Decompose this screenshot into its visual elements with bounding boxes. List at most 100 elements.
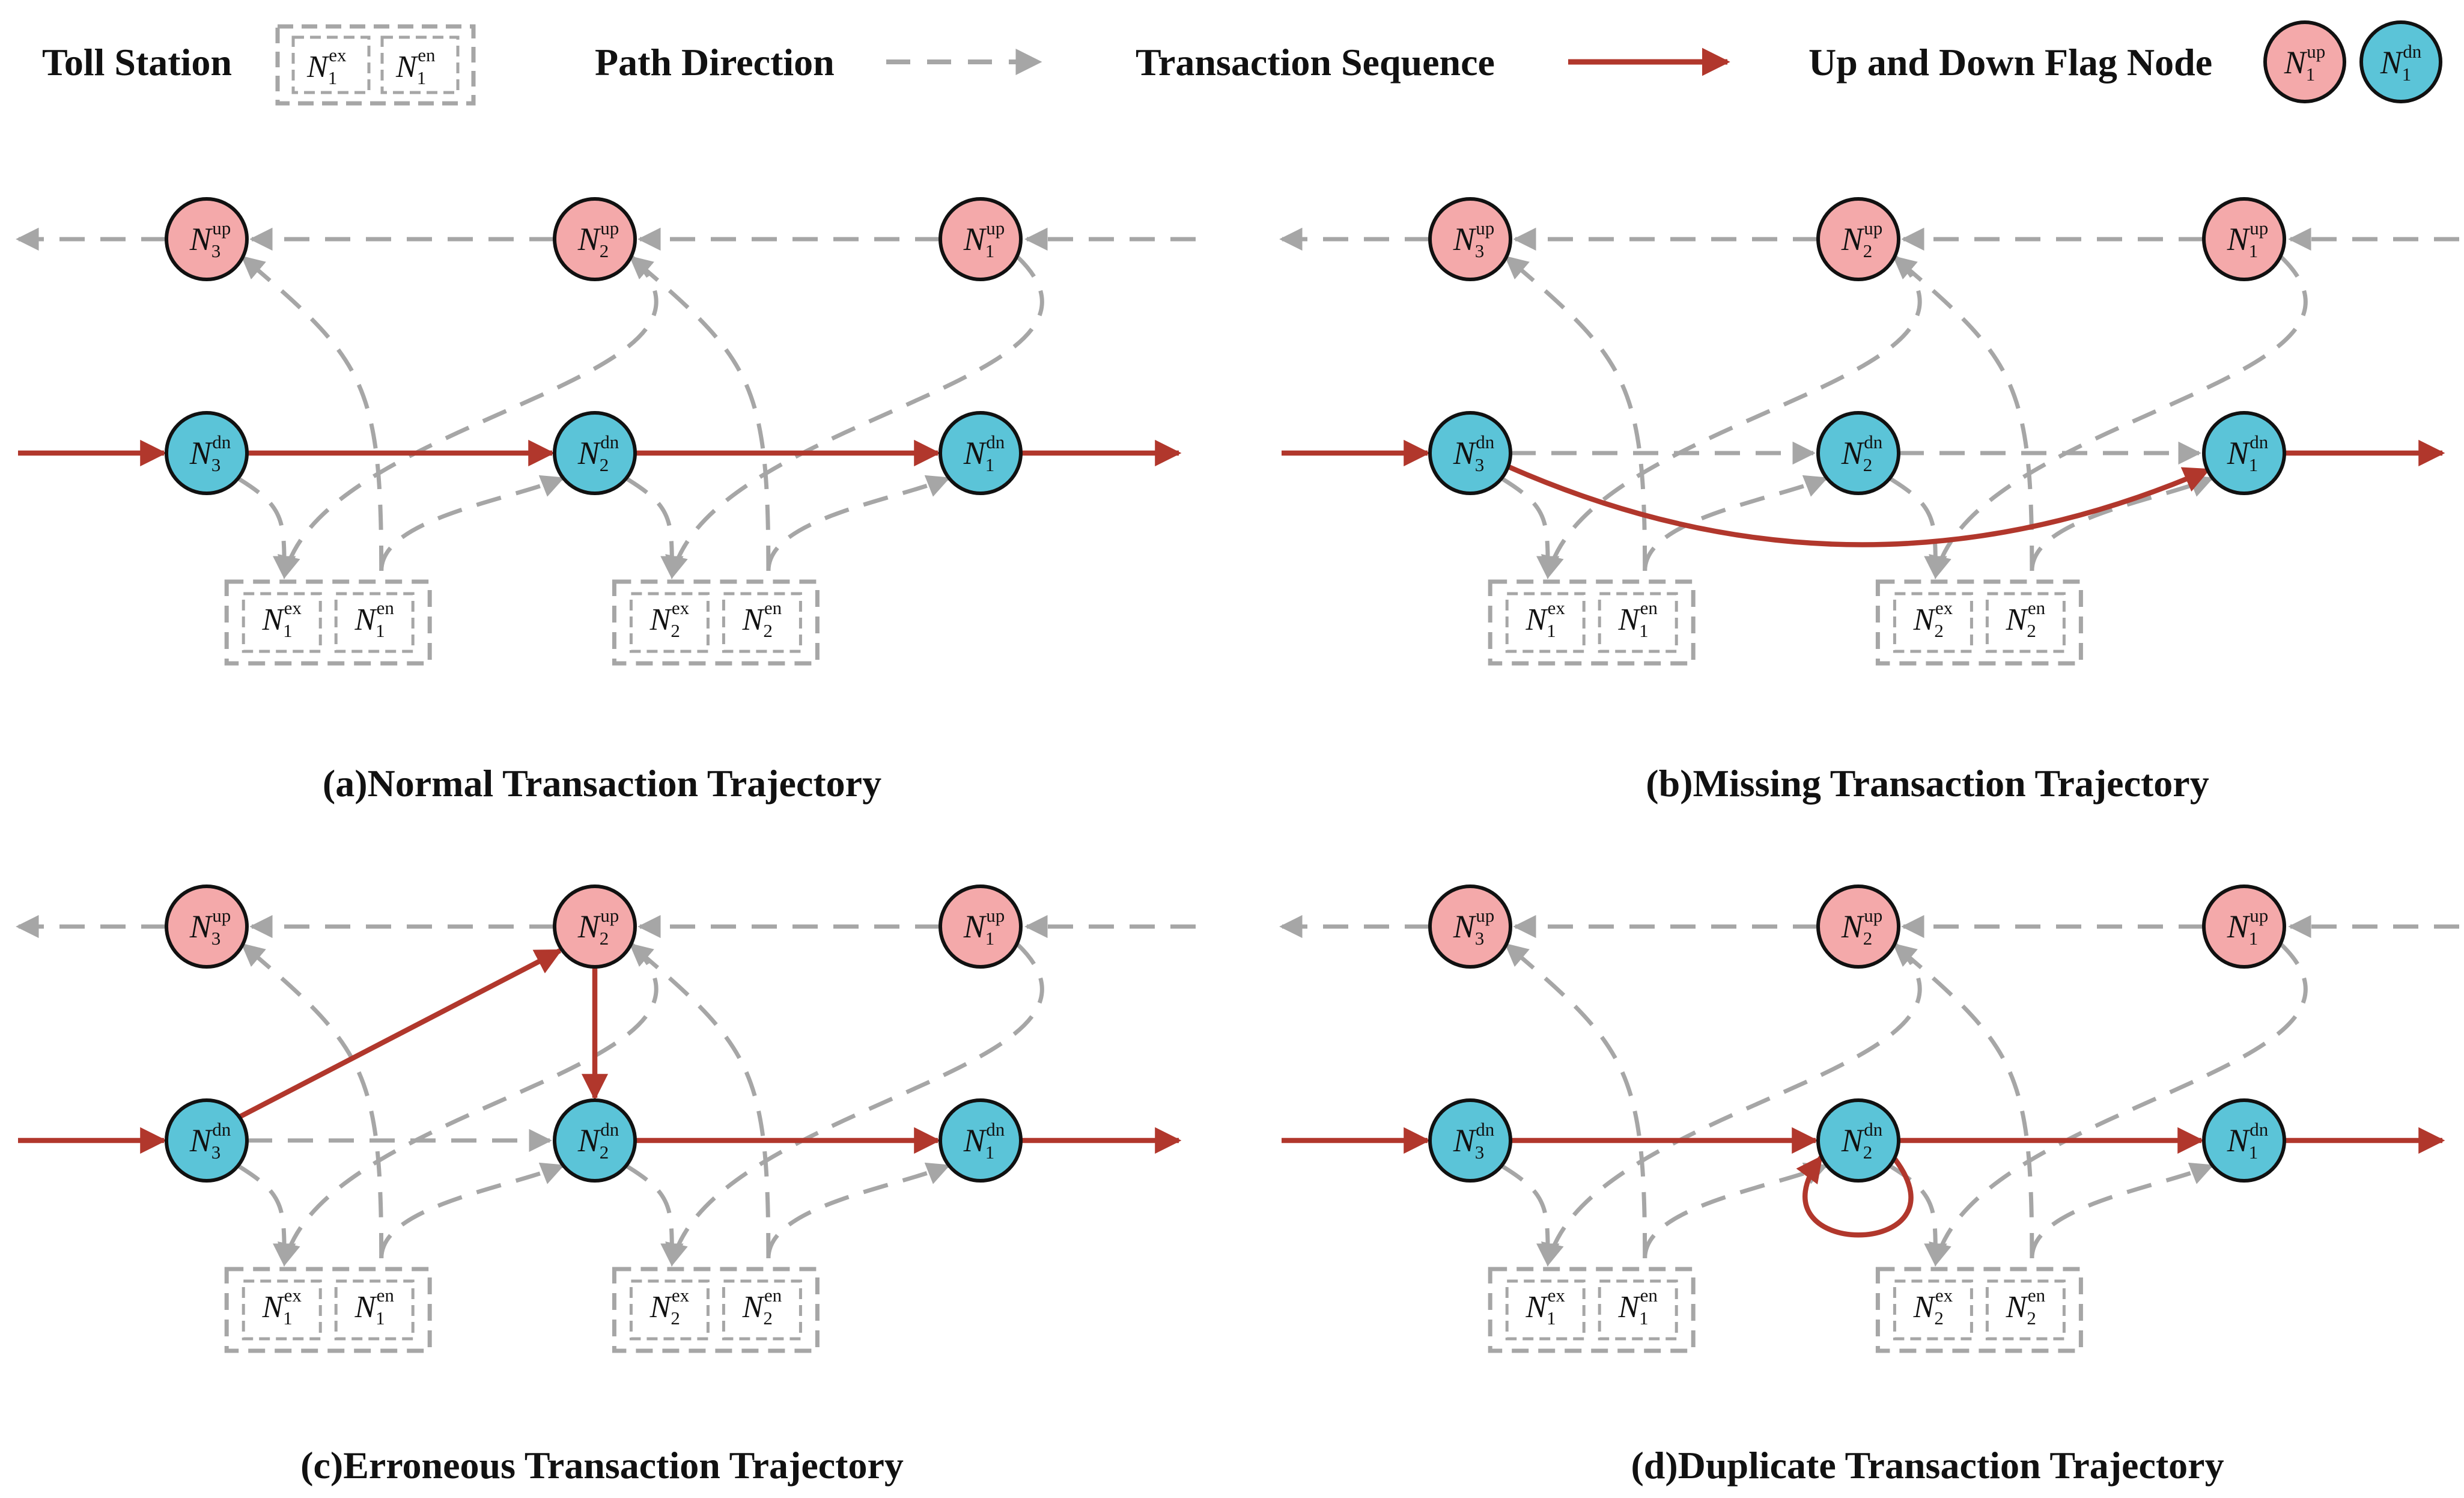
panel-caption: (b)Missing Transaction Trajectory xyxy=(1646,762,2209,805)
path-up-to-exit xyxy=(1929,943,2308,1267)
up-node-1: N1up xyxy=(938,197,1023,281)
toll-exit-label: N2ex xyxy=(1913,597,1953,641)
transaction-self-loop xyxy=(1796,1155,1914,1238)
legend-up-node: N1up xyxy=(2263,20,2346,103)
path-to-exit xyxy=(1888,1164,1947,1267)
path-up-to-exit xyxy=(278,943,659,1267)
transaction-3dn-2up xyxy=(239,948,562,1119)
panel-caption: (d)Duplicate Transaction Trajectory xyxy=(1631,1444,2224,1487)
up-node-label: N1up xyxy=(963,218,1005,261)
up-node-label: N2up xyxy=(1841,218,1883,261)
transaction-sequence xyxy=(1282,439,2445,547)
up-node-label: N3up xyxy=(1453,218,1495,261)
down-node-1: N1dn xyxy=(2202,1098,2286,1183)
svg-text:N1dn: N1dn xyxy=(2380,41,2422,85)
up-node-label: N3up xyxy=(189,218,231,261)
down-node-1: N1dn xyxy=(938,1098,1023,1183)
toll-entry-label: N2en xyxy=(2006,597,2046,641)
toll-station-1: N1ex N1en xyxy=(224,1267,432,1353)
down-node-label: N2dn xyxy=(577,1119,619,1163)
toll-entry-label: N2en xyxy=(2006,1285,2046,1329)
up-node-label: N2up xyxy=(1841,905,1883,949)
path-direction-lines xyxy=(16,915,1196,1267)
up-node-3: N3up xyxy=(165,884,249,969)
down-node-3: N3dn xyxy=(165,411,249,495)
down-node-label: N1dn xyxy=(2227,1119,2269,1163)
toll-exit-label: N1ex xyxy=(261,597,302,641)
up-node-label: N3up xyxy=(189,905,231,949)
down-node-2: N2dn xyxy=(553,411,637,495)
path-direction-lines xyxy=(1279,915,2459,1267)
legend: Toll Station N1ex N1en Path Direction Tr… xyxy=(42,20,2442,106)
down-node-3: N3dn xyxy=(1428,411,1512,495)
down-node-label: N3dn xyxy=(1453,431,1495,475)
legend-toll-station-label: Toll Station xyxy=(42,41,232,84)
down-node-label: N3dn xyxy=(1453,1119,1495,1163)
toll-exit-label: N1ex xyxy=(1525,597,1565,641)
path-direction-lines xyxy=(1279,227,2459,579)
path-up-to-exit xyxy=(278,255,659,579)
path-entry-to-up xyxy=(241,255,384,571)
path-from-entry xyxy=(2030,1162,2214,1259)
toll-entry-label: N2en xyxy=(742,1285,782,1329)
up-node-label: N1up xyxy=(2227,905,2269,949)
toll-exit-label: N1ex xyxy=(261,1285,302,1329)
path-from-entry xyxy=(379,1162,565,1259)
down-node-label: N1dn xyxy=(963,431,1005,475)
path-entry-to-up xyxy=(629,943,771,1259)
up-node-2: N2up xyxy=(1816,884,1900,969)
path-to-exit xyxy=(1888,476,1947,579)
path-from-entry xyxy=(766,475,951,571)
path-from-entry xyxy=(1643,1162,1828,1259)
down-node-1: N1dn xyxy=(938,411,1023,495)
svg-text:N1up: N1up xyxy=(2284,41,2326,85)
down-node-1: N1dn xyxy=(2202,411,2286,495)
up-node-1: N1up xyxy=(2202,197,2286,281)
up-node-1: N1up xyxy=(938,884,1023,969)
path-to-exit xyxy=(237,1164,296,1267)
path-direction-lines xyxy=(16,227,1196,579)
toll-entry-label: N1en xyxy=(354,1285,394,1329)
down-node-2: N2dn xyxy=(553,1098,637,1183)
toll-entry-label: N1en xyxy=(1617,1285,1658,1329)
legend-down-node: N1dn xyxy=(2359,20,2442,103)
toll-entry-label: N2en xyxy=(742,597,782,641)
path-from-entry xyxy=(766,1162,951,1259)
legend-transaction-sequence-label: Transaction Sequence xyxy=(1136,41,1495,84)
toll-entry-label: N1en xyxy=(354,597,394,641)
path-up-to-exit xyxy=(1929,255,2308,579)
up-node-label: N2up xyxy=(577,905,619,949)
path-to-exit xyxy=(1500,1164,1560,1267)
up-node-label: N3up xyxy=(1453,905,1495,949)
up-node-3: N3up xyxy=(1428,197,1512,281)
path-up-to-exit xyxy=(665,255,1044,579)
path-to-exit xyxy=(1500,476,1560,579)
up-node-3: N3up xyxy=(165,197,249,281)
path-entry-to-up xyxy=(629,255,771,571)
toll-station-1: N1ex N1en xyxy=(1488,579,1696,666)
down-node-3: N3dn xyxy=(1428,1098,1512,1183)
path-entry-to-up xyxy=(1504,255,1647,571)
toll-station-1: N1ex N1en xyxy=(224,579,432,666)
transaction-sequence xyxy=(1282,1127,2445,1238)
legend-path-direction-label: Path Direction xyxy=(595,41,835,84)
up-node-label: N2up xyxy=(577,218,619,261)
down-node-label: N2dn xyxy=(1841,431,1883,475)
down-node-2: N2dn xyxy=(1816,411,1900,495)
toll-entry-label: N1en xyxy=(1617,597,1658,641)
path-up-to-exit xyxy=(665,943,1044,1267)
down-node-label: N2dn xyxy=(1841,1119,1883,1163)
path-entry-to-up xyxy=(241,943,384,1259)
transaction-skip-3-1 xyxy=(1506,464,2211,547)
path-to-exit xyxy=(237,476,296,579)
legend-toll-exit-label: N1ex xyxy=(306,44,347,88)
down-node-label: N3dn xyxy=(189,431,231,475)
